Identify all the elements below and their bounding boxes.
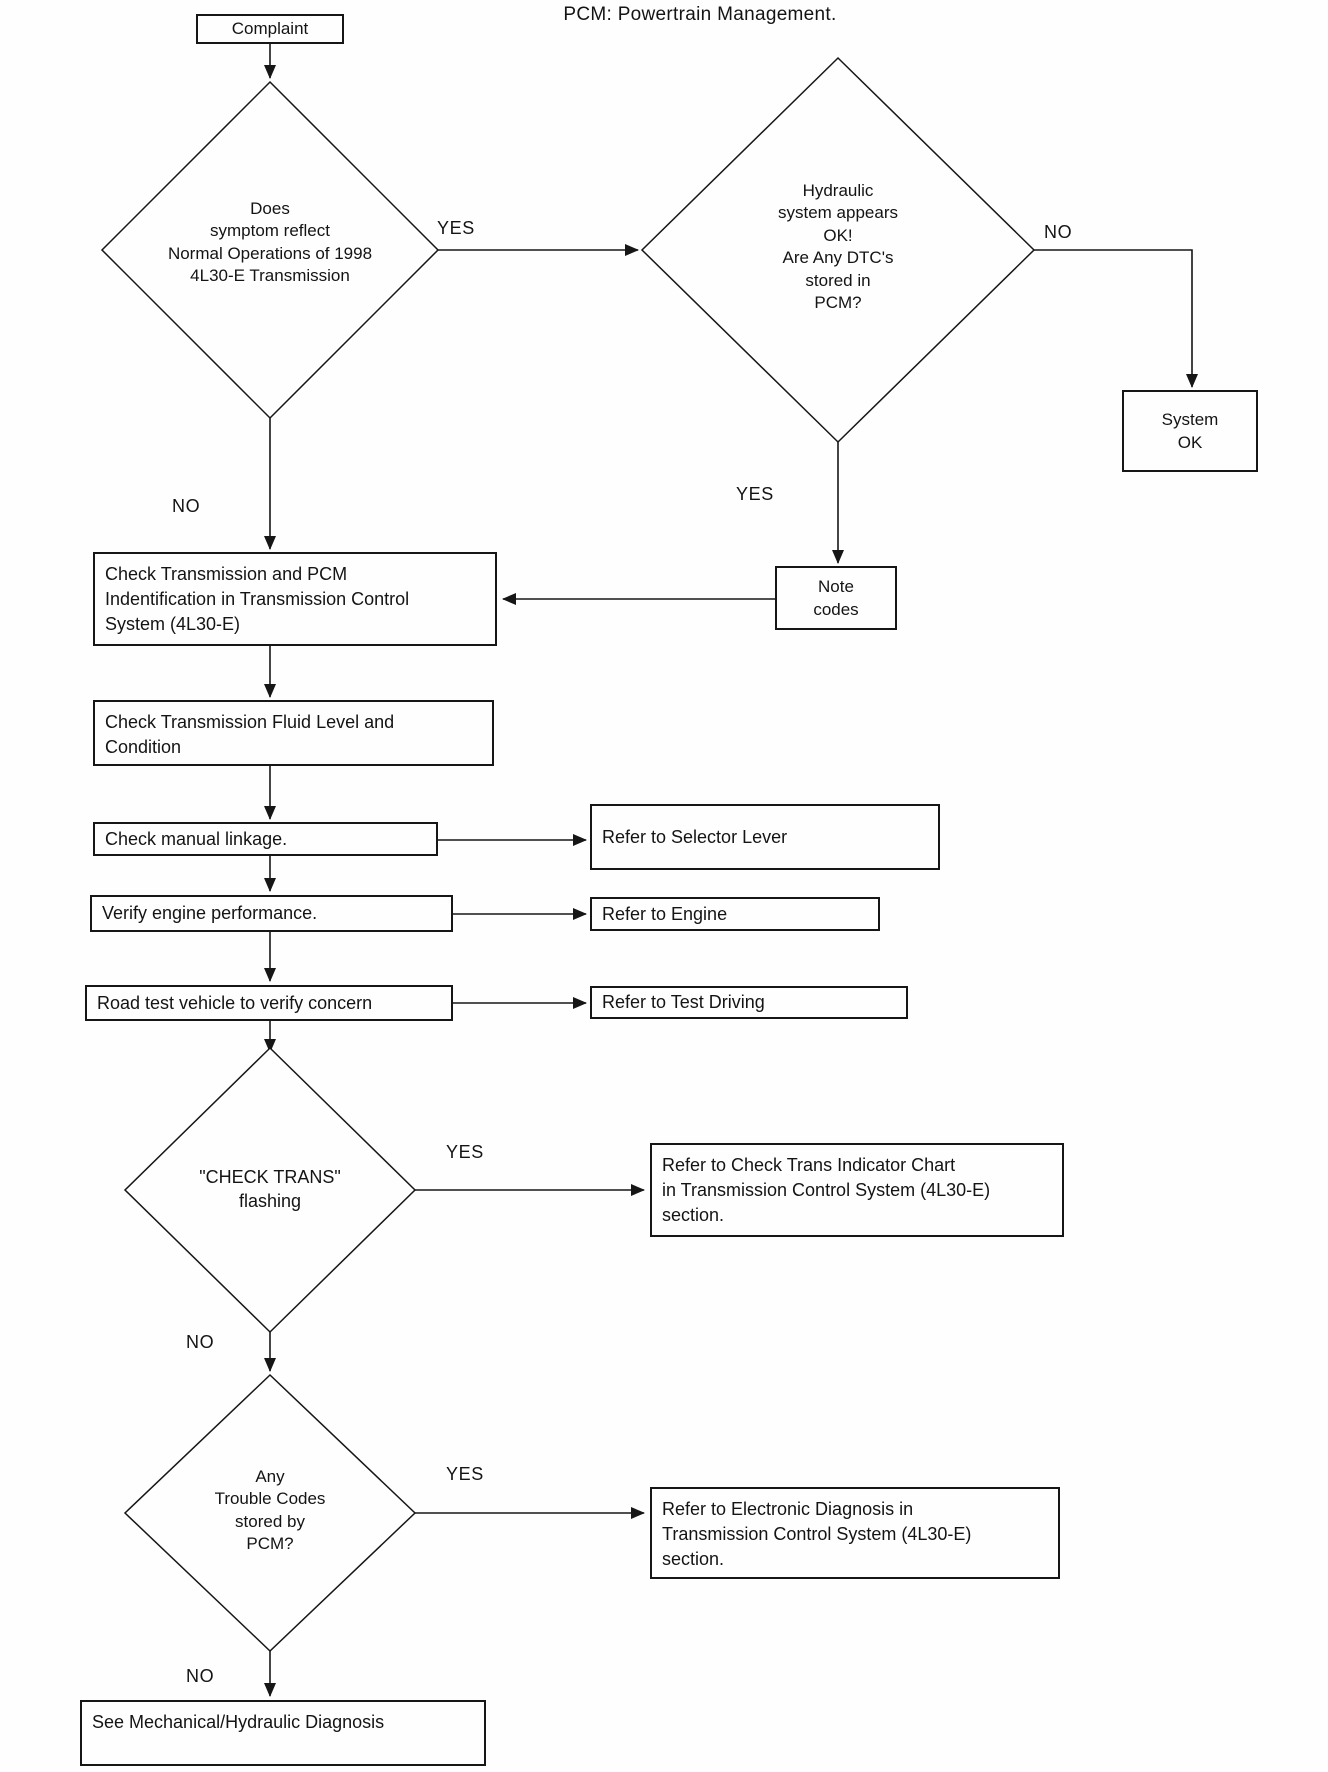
test-driving-box: Refer to Test Driving xyxy=(590,986,908,1019)
note-codes-box: Note codes xyxy=(775,566,897,630)
fluid-level-box: Check Transmission Fluid Level and Condi… xyxy=(93,700,494,766)
refer-engine-box: Refer to Engine xyxy=(590,897,880,931)
symptom-no-label: NO xyxy=(172,496,201,516)
symptom-yes-label: YES xyxy=(437,218,475,238)
check-trans-chart-box: Refer to Check Trans Indicator Chart in … xyxy=(650,1143,1064,1237)
symptom-diamond-label: Does symptom reflect Normal Operations o… xyxy=(167,199,373,286)
verify-engine-box: Verify engine performance. xyxy=(90,895,453,932)
electronic-diagnosis-box: Refer to Electronic Diagnosis in Transmi… xyxy=(650,1487,1060,1579)
manual-linkage-box: Check manual linkage. xyxy=(93,822,438,856)
selector-lever-box: Refer to Selector Lever xyxy=(590,804,940,870)
trouble-codes-diamond-label: Any Trouble Codes stored by PCM? xyxy=(214,1467,326,1554)
hydraulic-diamond-shape xyxy=(640,56,1036,444)
system-ok-box: System OK xyxy=(1122,390,1258,472)
hydraulic-diamond-label: Hydraulic system appears OK! Are Any DTC… xyxy=(778,181,898,313)
check-trans-diamond-shape xyxy=(123,1046,417,1334)
trouble-codes-diamond-shape xyxy=(123,1373,417,1653)
check-pcm-box: Check Transmission and PCM Indentificati… xyxy=(93,552,497,646)
check-trans-no-label: NO xyxy=(186,1332,215,1352)
hydraulic-no-label: NO xyxy=(1044,222,1073,242)
edge-hydraulic-no xyxy=(1034,249,1198,388)
trouble-codes-no-label: NO xyxy=(186,1666,215,1686)
check-trans-diamond-label: "CHECK TRANS" flashing xyxy=(199,1167,341,1211)
check-trans-yes-label: YES xyxy=(446,1142,484,1162)
road-test-box: Road test vehicle to verify concern xyxy=(85,985,453,1021)
trouble-codes-yes-label: YES xyxy=(446,1464,484,1484)
hydraulic-yes-label: YES xyxy=(736,484,774,504)
page-title: PCM: Powertrain Management. xyxy=(563,4,837,25)
symptom-diamond-shape xyxy=(100,80,440,420)
complaint-box: Complaint xyxy=(196,14,344,44)
mechanical-hydraulic-box: See Mechanical/Hydraulic Diagnosis xyxy=(80,1700,486,1766)
